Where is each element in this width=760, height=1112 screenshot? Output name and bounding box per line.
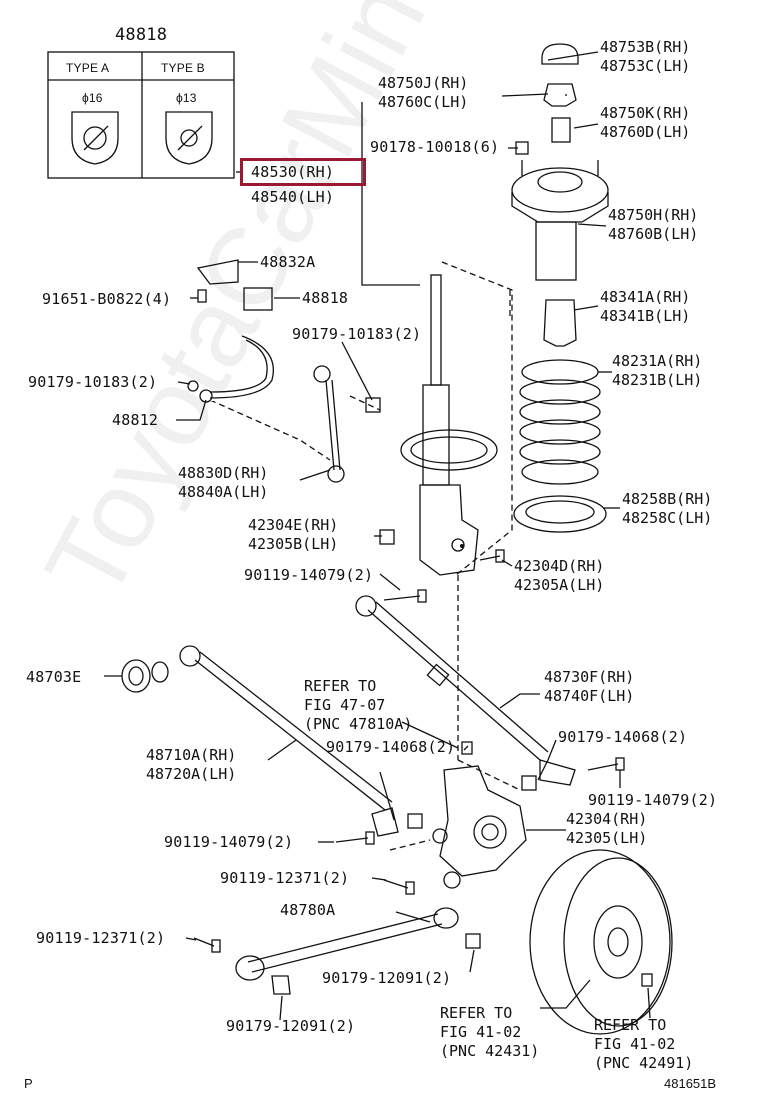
label-90119-14079-c[interactable]: 90119-14079(2) bbox=[164, 833, 294, 851]
type-b-label: TYPE B bbox=[161, 61, 205, 75]
strut-spring-seat bbox=[400, 429, 498, 471]
label-90179-10183-b[interactable]: 90179-10183(2) bbox=[28, 373, 158, 391]
label-48818-b[interactable]: 48818 bbox=[302, 289, 349, 307]
brake-disc bbox=[529, 849, 671, 1035]
label-90119-12371-a[interactable]: 90119-12371(2) bbox=[220, 869, 350, 887]
label-90179-14068-a[interactable]: 90179-14068(2) bbox=[326, 738, 456, 756]
stabilizer-bar bbox=[209, 335, 274, 399]
type-box-frame bbox=[47, 51, 235, 179]
bushing-48703e bbox=[121, 659, 151, 693]
nut bbox=[543, 83, 577, 107]
label-refer-47-07[interactable]: REFER TO FIG 47-07 (PNC 47810A) bbox=[304, 677, 413, 733]
bolts bbox=[193, 141, 653, 987]
bushing-b-icon bbox=[165, 111, 213, 165]
label-48750k[interactable]: 48750K(RH) 48760D(LH) bbox=[600, 104, 691, 141]
type-b-diameter: ϕ13 bbox=[176, 91, 197, 105]
label-90119-14079-b[interactable]: 90119-14079(2) bbox=[588, 791, 718, 809]
part-48540-lh[interactable]: 48540(LH) bbox=[251, 188, 335, 206]
label-90178[interactable]: 90178-10018(6) bbox=[370, 138, 500, 156]
upper-mount bbox=[511, 167, 609, 213]
label-48812[interactable]: 48812 bbox=[112, 411, 159, 429]
type-a-diameter: ϕ16 bbox=[82, 91, 103, 105]
label-refer-41-02-a[interactable]: REFER TO FIG 41-02 (PNC 42431) bbox=[440, 1004, 540, 1060]
footer-right: 481651B bbox=[664, 1076, 717, 1091]
label-48231[interactable]: 48231A(RH) 48231B(LH) bbox=[612, 352, 703, 389]
leader-lines bbox=[104, 51, 651, 1021]
lower-arm bbox=[194, 659, 386, 811]
label-42304d[interactable]: 42304D(RH) 42305A(LH) bbox=[514, 557, 605, 594]
label-48703e[interactable]: 48703E bbox=[26, 668, 82, 686]
label-42304[interactable]: 42304(RH) 42305(LH) bbox=[566, 810, 648, 847]
label-91651[interactable]: 91651-B0822(4) bbox=[42, 290, 172, 308]
label-42304e[interactable]: 42304E(RH) 42305B(LH) bbox=[248, 516, 339, 553]
label-refer-41-02-b[interactable]: REFER TO FIG 41-02 (PNC 42491) bbox=[594, 1016, 694, 1072]
stabilizer-bracket bbox=[196, 259, 239, 285]
bump-stop-housing bbox=[535, 221, 577, 281]
footer-left: P bbox=[24, 1076, 33, 1091]
label-48753[interactable]: 48753B(RH) 48753C(LH) bbox=[600, 38, 691, 75]
label-90119-14079-a[interactable]: 90119-14079(2) bbox=[244, 566, 374, 584]
dust-cap bbox=[541, 43, 579, 65]
lateral-arm-upper bbox=[367, 609, 541, 761]
label-48750j[interactable]: 48750J(RH) 48760C(LH) bbox=[378, 74, 469, 111]
type-a-label: TYPE A bbox=[66, 61, 110, 75]
strut-bracket bbox=[419, 484, 479, 576]
spacer bbox=[551, 117, 571, 143]
label-90119-12371-b[interactable]: 90119-12371(2) bbox=[36, 929, 166, 947]
label-48341[interactable]: 48341A(RH) 48341B(LH) bbox=[600, 288, 691, 325]
axle-carrier bbox=[439, 765, 527, 877]
label-90179-14068-b[interactable]: 90179-14068(2) bbox=[558, 728, 688, 746]
bushing-a-icon bbox=[71, 111, 119, 165]
label-48832a[interactable]: 48832A bbox=[260, 253, 316, 271]
highlight-frame[interactable] bbox=[240, 158, 366, 186]
spring-insulator bbox=[513, 495, 607, 533]
type-box-part-no: 48818 bbox=[115, 25, 168, 45]
label-48830[interactable]: 48830D(RH) 48840A(LH) bbox=[178, 464, 269, 501]
bump-stopper bbox=[543, 299, 577, 347]
stabilizer-link bbox=[325, 379, 335, 471]
coil-spring bbox=[519, 359, 601, 485]
label-48750h[interactable]: 48750H(RH) 48760B(LH) bbox=[608, 206, 699, 243]
label-48730[interactable]: 48730F(RH) 48740F(LH) bbox=[544, 668, 635, 705]
label-48710[interactable]: 48710A(RH) 48720A(LH) bbox=[146, 746, 237, 783]
label-90179-12091-a[interactable]: 90179-12091(2) bbox=[322, 969, 452, 987]
label-48258[interactable]: 48258B(RH) 48258C(LH) bbox=[622, 490, 713, 527]
trailing-arm bbox=[247, 913, 439, 963]
label-90179-10183-a[interactable]: 90179-10183(2) bbox=[292, 325, 422, 343]
part-48530-rh[interactable]: 48530(RH) bbox=[251, 163, 335, 181]
stabilizer-bushing bbox=[243, 287, 273, 311]
strut-rod bbox=[430, 274, 442, 386]
label-48780a[interactable]: 48780A bbox=[280, 901, 336, 919]
label-90179-12091-b[interactable]: 90179-12091(2) bbox=[226, 1017, 356, 1035]
